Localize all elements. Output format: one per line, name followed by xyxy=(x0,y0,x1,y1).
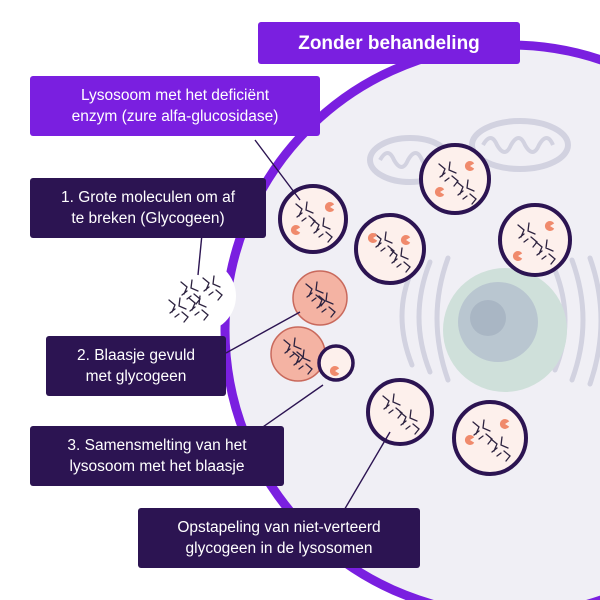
lysosome-2 xyxy=(419,143,491,215)
title-text: Zonder behandeling xyxy=(298,32,480,54)
lysosome-label-line-2: enzym (zure alfa-glucosidase) xyxy=(71,108,279,125)
lysosome-3 xyxy=(354,213,426,285)
title-label: Zonder behandeling xyxy=(258,22,520,64)
step3-label-line-2: lysosoom met het blaasje xyxy=(69,458,245,475)
result-label-line-2: glycogeen in de lysosomen xyxy=(185,540,373,557)
lysosome-4 xyxy=(498,203,572,277)
nucleus xyxy=(443,268,567,392)
step1-label-line-1: 1. Grote moleculen om af xyxy=(60,189,236,206)
organelles xyxy=(367,118,600,392)
glycogen-vesicle xyxy=(292,270,348,326)
lysosome-6 xyxy=(452,400,528,476)
step2-label-line-2: met glycogeen xyxy=(85,368,187,385)
lysosome-5 xyxy=(366,378,434,446)
step3-label: 3. Samensmelting van het lysosoom met he… xyxy=(30,426,284,486)
lysosome-label-line-1: Lysosoom met het deficiënt xyxy=(80,87,270,104)
result-label: Opstapeling van niet-verteerd glycogeen … xyxy=(138,508,420,568)
step3-label-line-1: 3. Samensmelting van het xyxy=(67,437,247,454)
lysosome-label: Lysosoom met het deficiënt enzym (zure a… xyxy=(30,76,320,136)
step2-label: 2. Blaasje gevuld met glycogeen xyxy=(46,336,226,396)
lysosome-1 xyxy=(278,184,348,254)
step2-label-line-1: 2. Blaasje gevuld xyxy=(76,347,196,364)
result-label-line-1: Opstapeling van niet-verteerd xyxy=(177,519,381,536)
endoplasmic-reticulum xyxy=(399,255,600,387)
membrane-invagination xyxy=(164,260,236,332)
fusing-vesicle-lysosome xyxy=(270,326,355,382)
step1-label: 1. Grote moleculen om af te breken (Glyc… xyxy=(30,178,266,238)
step1-label-line-2: te breken (Glycogeen) xyxy=(71,210,225,227)
